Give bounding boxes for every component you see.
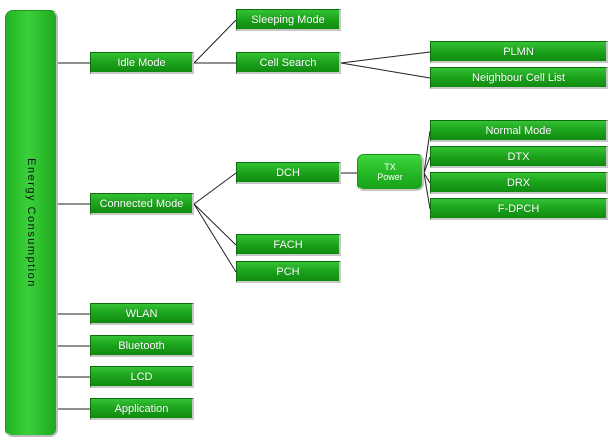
drx-node: DRX: [430, 172, 608, 194]
dch-node: DCH: [236, 162, 341, 184]
application-node: Application: [90, 398, 194, 420]
bluetooth-node: Bluetooth: [90, 335, 194, 357]
connector-cellsearch-plmn: [340, 51, 431, 64]
pch-node: PCH: [236, 261, 341, 283]
energy-consumption-label: Energy Consumption: [25, 158, 38, 288]
fach-node: FACH: [236, 234, 341, 256]
connector-connected-dch: [193, 172, 237, 205]
energy-consumption-node: Energy Consumption: [5, 10, 58, 437]
connector-txpower-drx: [423, 172, 431, 184]
connector-cellsearch-neighbour: [340, 62, 431, 79]
cell-search-node: Cell Search: [236, 52, 341, 74]
tx-power-label-line1: TX: [384, 162, 396, 172]
connected-mode-node: Connected Mode: [90, 193, 194, 215]
lcd-node: LCD: [90, 366, 194, 388]
tx-power-node: TX Power: [357, 154, 424, 191]
idle-mode-node: Idle Mode: [90, 52, 194, 74]
plmn-node: PLMN: [430, 41, 608, 63]
dtx-node: DTX: [430, 146, 608, 168]
tx-power-label-line2: Power: [377, 172, 403, 182]
sleeping-mode-node: Sleeping Mode: [236, 9, 341, 31]
connector-connected-fach: [193, 203, 237, 246]
wlan-node: WLAN: [90, 303, 194, 325]
connector-idle-sleeping: [193, 19, 237, 64]
normal-mode-node: Normal Mode: [430, 120, 608, 142]
connector-txpower-dtx: [423, 156, 431, 174]
neighbour-cell-list-node: Neighbour Cell List: [430, 67, 608, 89]
connector-txpower-normal: [423, 130, 431, 174]
connector-txpower-fdpch: [423, 172, 431, 210]
connector-connected-pch: [193, 203, 237, 273]
f-dpch-node: F-DPCH: [430, 198, 608, 220]
